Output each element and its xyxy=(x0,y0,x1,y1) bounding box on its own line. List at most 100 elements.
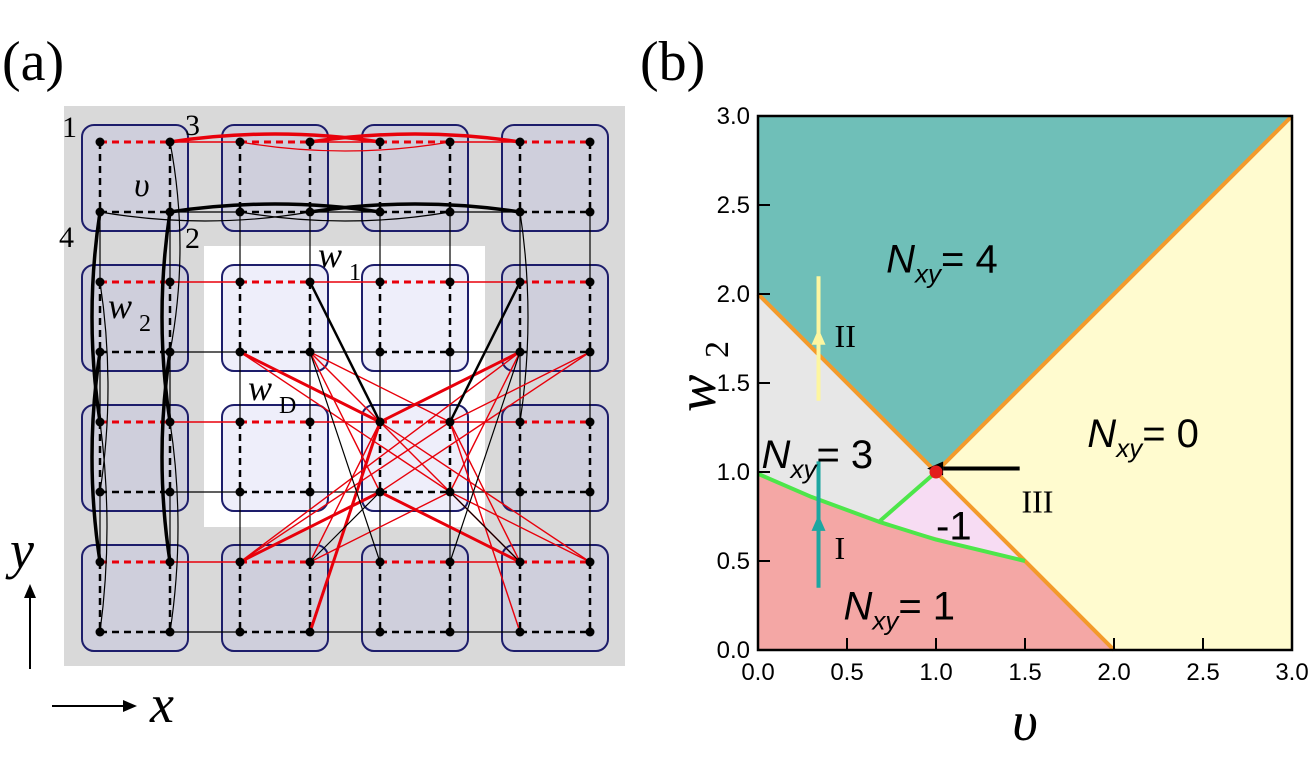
hopping-label-w2-main: w xyxy=(108,286,132,326)
lattice-site xyxy=(445,557,455,567)
defect-bond xyxy=(309,491,381,563)
x-axis-title: υ xyxy=(1012,691,1038,753)
phase-label: Nxy= 1 xyxy=(843,585,955,636)
lattice-site xyxy=(165,207,175,217)
lattice-site xyxy=(515,417,525,427)
lattice-site xyxy=(95,207,105,217)
unit-cell xyxy=(361,544,469,652)
long-range-bond xyxy=(239,141,451,152)
lattice-site xyxy=(515,207,525,217)
x-tick-label: 1.0 xyxy=(919,659,952,686)
lattice-site xyxy=(305,137,315,147)
unit-cell xyxy=(501,404,609,512)
defect-bond xyxy=(309,351,381,493)
long-range-bond xyxy=(160,351,172,563)
x-axis-arrowhead xyxy=(123,700,137,712)
parameter-path-label: III xyxy=(1021,483,1053,519)
lattice-site xyxy=(95,277,105,287)
lattice-site xyxy=(375,277,385,287)
lattice-site xyxy=(235,557,245,567)
lattice-site xyxy=(165,137,175,147)
lattice-site xyxy=(305,207,315,217)
long-range-bond xyxy=(90,211,102,423)
x-tick-label: 1.5 xyxy=(1008,659,1041,686)
lattice-site xyxy=(515,137,525,147)
lattice-site xyxy=(95,487,105,497)
y-axis-arrowhead xyxy=(24,584,36,598)
parameter-path-label: II xyxy=(835,318,856,354)
hopping-label-w1: w 1 xyxy=(318,235,361,286)
defect-bond xyxy=(239,350,381,424)
x-tick-label: 3.0 xyxy=(1275,659,1308,686)
lattice-sites xyxy=(95,137,595,637)
y-tick-label: 2.0 xyxy=(717,281,750,308)
long-range-bond xyxy=(99,211,311,222)
y-tick-label: 0.0 xyxy=(717,637,750,664)
lattice-site xyxy=(235,627,245,637)
y-tick-label: 1.5 xyxy=(717,370,750,397)
defect-bond xyxy=(309,421,381,563)
long-range-bond xyxy=(169,141,181,353)
y-axis-title-main: w xyxy=(666,375,728,412)
lattice-site xyxy=(165,347,175,357)
lattice-site xyxy=(585,207,595,217)
lattice-site xyxy=(585,557,595,567)
lattice-site xyxy=(445,347,455,357)
long-range-bond xyxy=(160,211,172,423)
defect-bond xyxy=(308,281,382,423)
defect-bond xyxy=(379,421,591,563)
phase-region xyxy=(758,116,1292,472)
unit-cell xyxy=(221,404,329,512)
lattice-site xyxy=(305,347,315,357)
hopping-label-w2-sub: 2 xyxy=(139,311,151,337)
lattice-site xyxy=(375,487,385,497)
parameter-path-label: I xyxy=(835,530,846,566)
lattice-site xyxy=(445,417,455,427)
lattice-site xyxy=(375,557,385,567)
lattice-site xyxy=(515,277,525,287)
lattice-site xyxy=(235,277,245,287)
x-tick-label: 0.5 xyxy=(830,659,863,686)
phase-region xyxy=(936,116,1292,650)
lattice-site xyxy=(375,207,385,217)
lattice-site xyxy=(165,627,175,637)
defect-bond xyxy=(448,281,522,423)
long-range-bond xyxy=(169,421,179,633)
lattice-site xyxy=(165,417,175,427)
site-label-2: 2 xyxy=(185,222,200,255)
lattice-site xyxy=(305,557,315,567)
x-tick-label: 2.0 xyxy=(1097,659,1130,686)
lattice-site xyxy=(515,627,525,637)
unit-cell xyxy=(501,124,609,232)
lattice-site xyxy=(305,627,315,637)
y-tick-label: 2.5 xyxy=(717,192,750,219)
lattice-site xyxy=(585,277,595,287)
long-range-bond xyxy=(309,202,521,214)
site-label-4: 4 xyxy=(59,221,74,254)
panel-a-label: (a) xyxy=(2,31,64,93)
lattice-site xyxy=(585,137,595,147)
long-range-bond xyxy=(169,132,381,144)
lattice-site xyxy=(95,347,105,357)
lattice-site xyxy=(165,487,175,497)
lattice-site xyxy=(445,137,455,147)
long-range-bond xyxy=(169,202,381,214)
site-label-1: 1 xyxy=(62,111,77,144)
lattice-site xyxy=(305,487,315,497)
lattice-site xyxy=(95,627,105,637)
phase-boundary xyxy=(877,470,938,524)
defect-bond xyxy=(239,490,381,564)
parameter-path-arrowhead xyxy=(811,328,826,345)
hopping-label-v: υ xyxy=(134,167,150,204)
phase-label: Nxy= 0 xyxy=(1087,412,1199,463)
lattice-site xyxy=(95,557,105,567)
phase-region xyxy=(758,473,1114,650)
lattice-site xyxy=(235,347,245,357)
defect-bond xyxy=(449,491,591,563)
defect-bond xyxy=(449,491,521,563)
parameter-path-arrowhead xyxy=(811,514,826,531)
panel-a-lattice: (a) 1 3 2 4 υ w 1 w 2 w D y x xyxy=(2,31,625,734)
lattice-site xyxy=(305,277,315,287)
lattice-site xyxy=(165,277,175,287)
